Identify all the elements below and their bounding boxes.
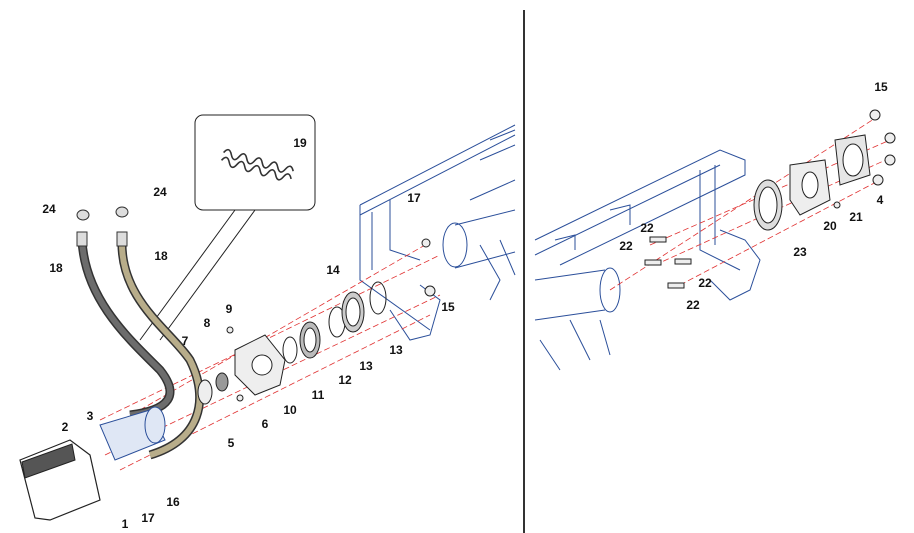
callout-18: 18 [154, 249, 168, 263]
callout-13: 13 [359, 359, 373, 373]
callout-5: 5 [227, 436, 235, 450]
right-parts [644, 109, 896, 289]
callout-22: 22 [640, 221, 654, 235]
callout-6: 6 [261, 417, 269, 431]
caps [76, 206, 129, 247]
callout-8: 8 [203, 316, 211, 330]
right-frame [534, 149, 761, 371]
callout-15: 15 [874, 80, 888, 94]
callout-3: 3 [86, 409, 94, 423]
callout-24: 24 [42, 202, 56, 216]
spring-icon [220, 148, 294, 181]
callout-15: 15 [441, 300, 455, 314]
callout-10: 10 [283, 403, 297, 417]
left-parts [197, 238, 436, 405]
callout-17: 17 [141, 511, 155, 525]
callout-19: 19 [293, 136, 307, 150]
callout-9: 9 [225, 302, 233, 316]
callout-2: 2 [61, 420, 69, 434]
callout-13: 13 [389, 343, 403, 357]
callout-18: 18 [49, 261, 63, 275]
callout-11: 11 [311, 388, 325, 402]
callout-20: 20 [823, 219, 837, 233]
left-frame [359, 124, 516, 341]
callout-21: 21 [849, 210, 863, 224]
callout-23: 23 [793, 245, 807, 259]
callout-1: 1 [121, 517, 129, 531]
callout-4: 4 [876, 193, 884, 207]
callout-24: 24 [153, 185, 167, 199]
callout-22: 22 [619, 239, 633, 253]
callout-17: 17 [407, 191, 421, 205]
callout-14: 14 [326, 263, 340, 277]
callout-22: 22 [698, 276, 712, 290]
callout-12: 12 [338, 373, 352, 387]
callout-16: 16 [166, 495, 180, 509]
callout-7: 7 [181, 334, 189, 348]
callout-22: 22 [686, 298, 700, 312]
hydraulic-motor [99, 406, 166, 461]
